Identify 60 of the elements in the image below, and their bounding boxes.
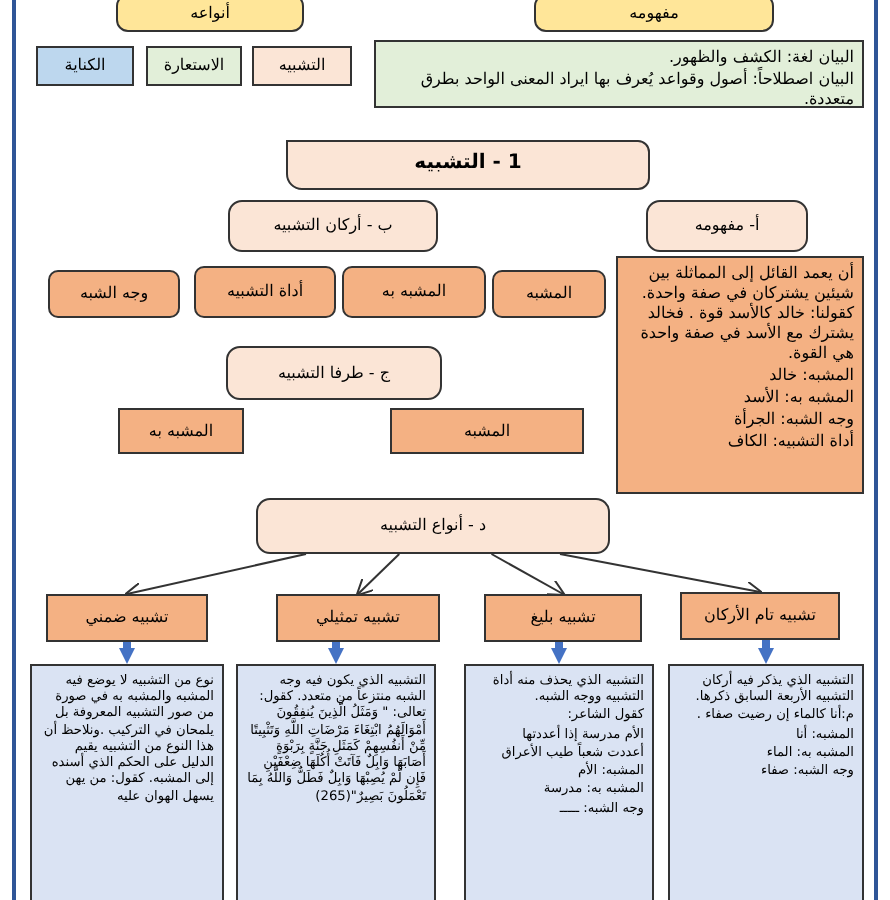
definition-text: المشبه به: الأسد <box>741 388 854 408</box>
arrow <box>119 642 135 664</box>
box-label: أداة التشبيه <box>226 282 304 302</box>
description-panel <box>668 664 864 900</box>
box-label: المشبه <box>463 421 511 441</box>
box-label: أ- مفهومه <box>694 216 760 236</box>
box-label: ج - طرفا التشبيه <box>277 363 391 383</box>
description-panel <box>464 664 654 900</box>
section-box <box>226 346 442 400</box>
arrow <box>490 553 566 596</box>
definition-text: أن يعمد القائل إلى المماثلة بين شيئين يشتركان في صفة واحدة. كقولنا: خالد كالأسد قوة . فخالد يشترك مع الأسد في صفة واحدة هي القوة. <box>638 264 854 364</box>
box-label: الاستعارة <box>163 56 225 76</box>
box-label: الكناية <box>64 56 106 76</box>
concept-box <box>194 266 336 318</box>
concept-box <box>492 270 606 318</box>
concept-box <box>390 408 584 454</box>
box-label: المشبه به <box>148 421 214 441</box>
arrow <box>124 553 307 600</box>
box-label: تشبيه تمثيلي <box>315 608 401 628</box>
box-label: وجه الشبه <box>79 284 149 304</box>
arrow <box>551 642 567 664</box>
box-label: د - أنواع التشبيه <box>380 516 486 536</box>
box-label: المشبه <box>525 284 573 304</box>
concept-box <box>342 266 486 318</box>
definition-text: المشبه: خالد <box>767 366 854 386</box>
type-box <box>36 46 134 86</box>
category-box <box>116 0 304 32</box>
section-box <box>228 200 438 252</box>
section-box <box>256 498 610 554</box>
definition-text: وجه الشبه: الجرأة <box>731 410 854 430</box>
box-label: تشبيه ضمني <box>85 608 169 628</box>
box-label: المشبه به <box>381 282 447 302</box>
section-box <box>646 200 808 252</box>
definition-panel <box>374 40 864 108</box>
box-label: ب - أركان التشبيه <box>273 216 393 236</box>
arrow <box>758 640 774 664</box>
arrow <box>355 553 401 597</box>
definition-panel <box>616 256 864 494</box>
box-label: 1 - التشبيه <box>414 152 522 178</box>
definition-text: البيان اصطلاحاً: أصول وقواعد يُعرف بها ايراد المعنى الواحد بطرق متعددة. <box>418 70 854 110</box>
box-label: تشبيه تام الأركان <box>704 606 816 626</box>
arrow <box>328 642 344 664</box>
concept-box <box>276 594 440 642</box>
definition-text: البيان لغة: الكشف والظهور. <box>666 48 854 67</box>
type-box <box>252 46 352 86</box>
concept-box <box>48 270 180 318</box>
category-box <box>534 0 774 32</box>
concept-box <box>680 592 840 640</box>
box-label: التشبيه <box>278 56 326 76</box>
definition-text: أداة التشبيه: الكاف <box>725 432 854 452</box>
description-panel <box>30 664 224 900</box>
box-label: أنواعه <box>190 3 230 23</box>
box-label: تشبيه بليغ <box>530 608 596 628</box>
title-banner <box>286 140 650 190</box>
concept-box <box>484 594 642 642</box>
concept-box <box>46 594 208 642</box>
description-panel <box>236 664 436 900</box>
concept-box <box>118 408 244 454</box>
type-box <box>146 46 242 86</box>
box-label: مفهومه <box>629 3 679 23</box>
